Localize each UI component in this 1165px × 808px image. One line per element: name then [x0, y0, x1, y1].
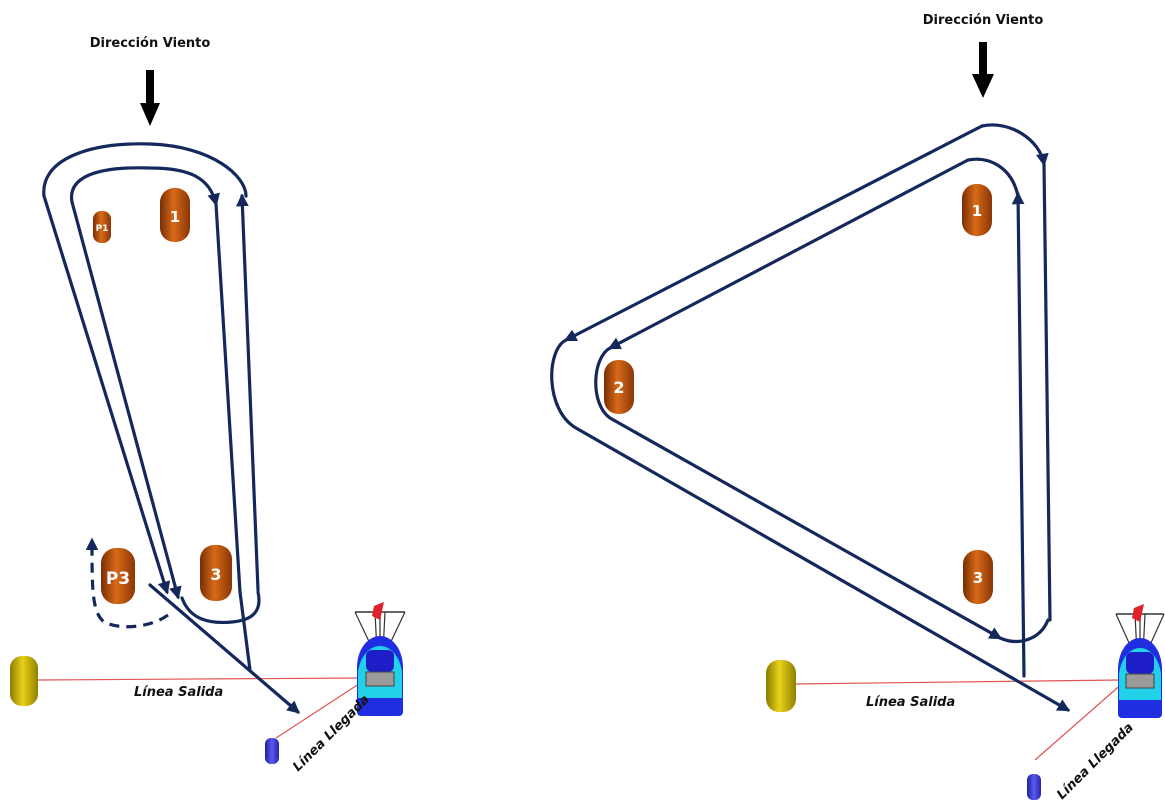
course-diagram-right: Dirección Viento 1 2 3 [552, 13, 1164, 803]
svg-text:1: 1 [170, 208, 180, 226]
start-buoy [766, 660, 796, 712]
route-up-outer [1044, 164, 1050, 620]
route-up-right [242, 196, 258, 590]
route-inner-down [72, 202, 178, 597]
svg-text:P3: P3 [106, 569, 130, 589]
start-buoy [10, 656, 38, 706]
wind-direction-label: Dirección Viento [923, 13, 1044, 28]
route-up-inner [1018, 194, 1024, 676]
route-up-middle [216, 204, 240, 592]
route-inner-left-leg [610, 159, 1018, 348]
start-line-label: Línea Salida [134, 685, 223, 700]
course-diagram-left: Dirección Viento P1 1 P3 [10, 36, 405, 775]
svg-text:1: 1 [972, 202, 982, 220]
route-start-leg [240, 592, 250, 670]
route-outer-top [982, 125, 1044, 164]
route-outer-reach [576, 428, 1068, 710]
buoy-1: 1 [160, 188, 190, 242]
svg-text:3: 3 [973, 569, 983, 587]
svg-text:P1: P1 [96, 224, 109, 234]
buoy-2: 2 [604, 360, 634, 414]
buoy-1: 1 [962, 184, 992, 236]
committee-boat-icon [1116, 604, 1164, 718]
route-outer-gybe [552, 340, 576, 428]
buoy-3: 3 [200, 545, 232, 601]
start-line [38, 678, 362, 680]
buoy-3: 3 [963, 550, 993, 604]
route-inner-loop [72, 168, 216, 204]
route-inner-reach [610, 418, 1000, 638]
svg-text:3: 3 [210, 565, 221, 584]
start-line-label: Línea Salida [866, 695, 955, 710]
buoy-p3: P3 [101, 548, 135, 604]
finish-buoy [1027, 774, 1041, 800]
finish-buoy [265, 738, 279, 764]
buoy-p1: P1 [93, 211, 111, 243]
svg-text:2: 2 [613, 378, 624, 397]
finish-line-label: Línea Llegada [290, 692, 373, 775]
route-outer-left-leg [566, 126, 982, 340]
wind-arrow-icon [140, 70, 160, 126]
wind-arrow-icon [972, 42, 994, 98]
wind-direction-label: Dirección Viento [90, 36, 211, 51]
start-line [794, 680, 1120, 684]
